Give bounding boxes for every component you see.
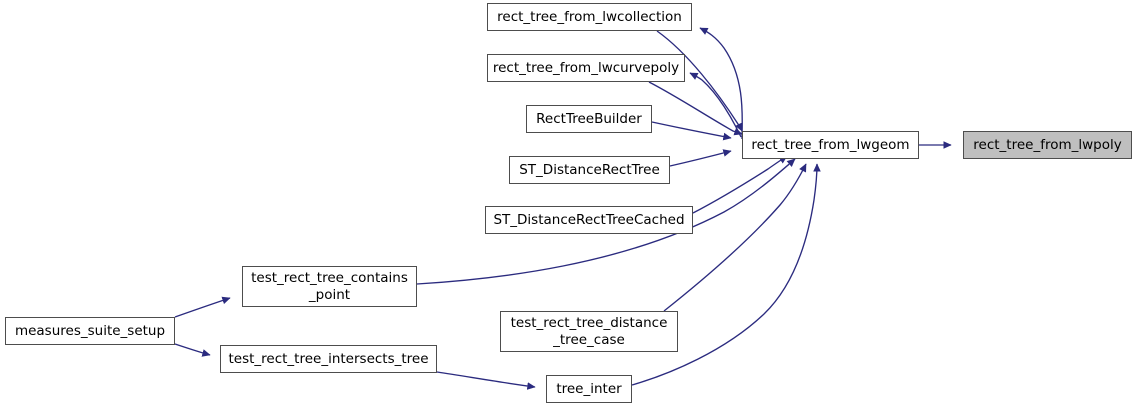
edge-lwcurvepoly-to-lwgeom	[648, 81, 743, 136]
node-tree_inter[interactable]: tree_inter	[546, 375, 632, 403]
node-label: ST_DistanceRectTreeCached	[493, 211, 685, 228]
node-ST_DistanceRectTreeCached[interactable]: ST_DistanceRectTreeCached	[485, 206, 693, 234]
edge-st-distancerecttree-to-lwgeom	[669, 149, 732, 167]
node-ST_DistanceRectTree[interactable]: ST_DistanceRectTree	[509, 156, 670, 184]
node-label: RectTreeBuilder	[536, 110, 642, 127]
edge-recttreebuilder-to-lwgeom	[651, 121, 732, 141]
node-label: test_rect_tree_distance _tree_case	[510, 314, 668, 348]
edge-intersects-tree-to-tree-inter	[436, 371, 536, 390]
edge-st-distancerecttreecached-to-lwgeom	[692, 155, 788, 214]
node-label: rect_tree_from_lwcurvepoly	[492, 59, 680, 76]
node-test_rect_tree_contains_point[interactable]: test_rect_tree_contains _point	[242, 266, 417, 307]
node-label: rect_tree_from_lwcollection	[497, 8, 682, 25]
node-RectTreeBuilder[interactable]: RectTreeBuilder	[526, 105, 652, 133]
node-label: test_rect_tree_contains _point	[251, 269, 408, 303]
node-rect_tree_from_lwcollection[interactable]: rect_tree_from_lwcollection	[487, 3, 692, 31]
node-label: measures_suite_setup	[14, 322, 166, 339]
node-rect_tree_from_lwcurvepoly[interactable]: rect_tree_from_lwcurvepoly	[487, 54, 685, 82]
node-label: rect_tree_from_lwgeom	[751, 136, 910, 153]
node-rect_tree_from_lwgeom[interactable]: rect_tree_from_lwgeom	[742, 131, 919, 159]
node-label: rect_tree_from_lwpoly	[973, 136, 1122, 153]
node-test_rect_tree_distance_tree_case[interactable]: test_rect_tree_distance _tree_case	[500, 311, 678, 352]
node-label: test_rect_tree_intersects_tree	[228, 350, 429, 367]
edge-lwgeom-to-lwcurvepoly	[689, 72, 742, 138]
edge-suite-setup-to-intersects-tree	[174, 343, 211, 357]
node-label: ST_DistanceRectTree	[519, 161, 660, 178]
node-label: tree_inter	[556, 380, 622, 397]
node-test_rect_tree_intersects_tree[interactable]: test_rect_tree_intersects_tree	[220, 345, 437, 373]
edge-lwgeom-to-lwcollection	[699, 27, 743, 140]
edge-distance-tree-case-to-lwgeom	[663, 163, 807, 312]
node-measures_suite_setup[interactable]: measures_suite_setup	[5, 317, 175, 345]
edge-suite-setup-to-contains-point	[174, 296, 231, 318]
node-rect_tree_from_lwpoly[interactable]: rect_tree_from_lwpoly	[963, 131, 1132, 159]
